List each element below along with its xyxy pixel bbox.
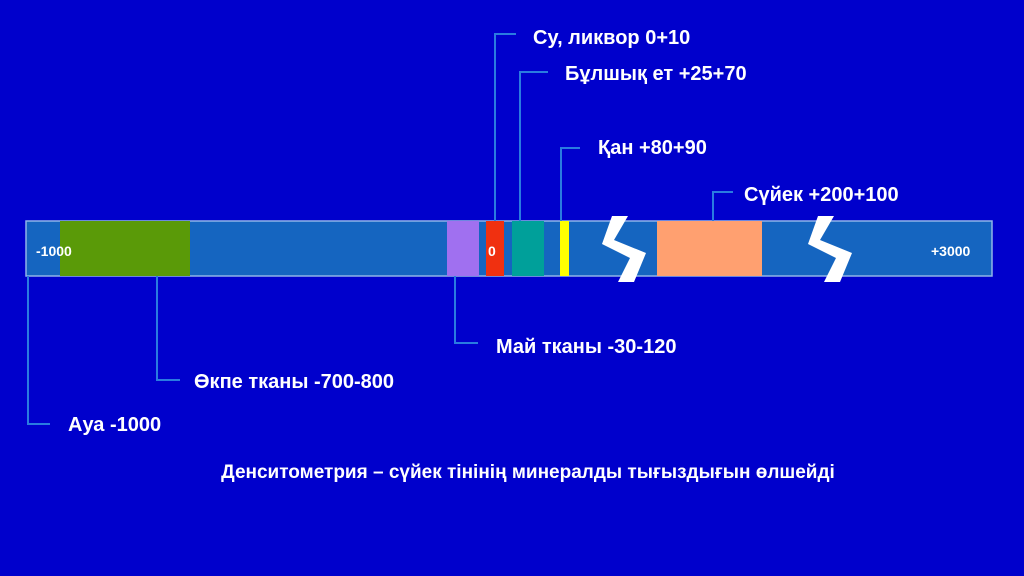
leader-blood: [560, 147, 580, 221]
caption: Денситометрия – сүйек тінінің минералды …: [221, 462, 835, 483]
tick-max: +3000: [931, 243, 971, 259]
segment-bone: [657, 221, 762, 276]
tick-zero: 0: [488, 243, 496, 259]
segment-water: [486, 221, 504, 276]
label-muscle: Бұлшық ет +25+70: [565, 63, 747, 85]
label-bone: Сүйек +200+100: [744, 184, 899, 206]
leader-bone: [712, 191, 733, 221]
scale-break-1: [602, 216, 646, 282]
label-water: Су, ликвор 0+10: [533, 27, 691, 49]
label-blood: Қан +80+90: [598, 137, 707, 159]
leader-fat: [454, 276, 478, 344]
leader-lung: [156, 276, 180, 381]
label-air: Ауа -1000: [68, 414, 162, 436]
scale-break-2: [808, 216, 852, 282]
leader-muscle: [519, 71, 548, 221]
leader-water: [494, 33, 516, 221]
label-lung: Өкпе тканы -700-800: [194, 371, 395, 393]
label-fat: Май тканы -30-120: [496, 336, 677, 358]
segment-fat: [447, 221, 479, 276]
segment-lung: [60, 221, 190, 276]
tick-min: -1000: [36, 243, 72, 259]
segment-muscle: [512, 221, 544, 276]
segment-blood: [560, 221, 569, 276]
leader-air: [27, 276, 50, 425]
